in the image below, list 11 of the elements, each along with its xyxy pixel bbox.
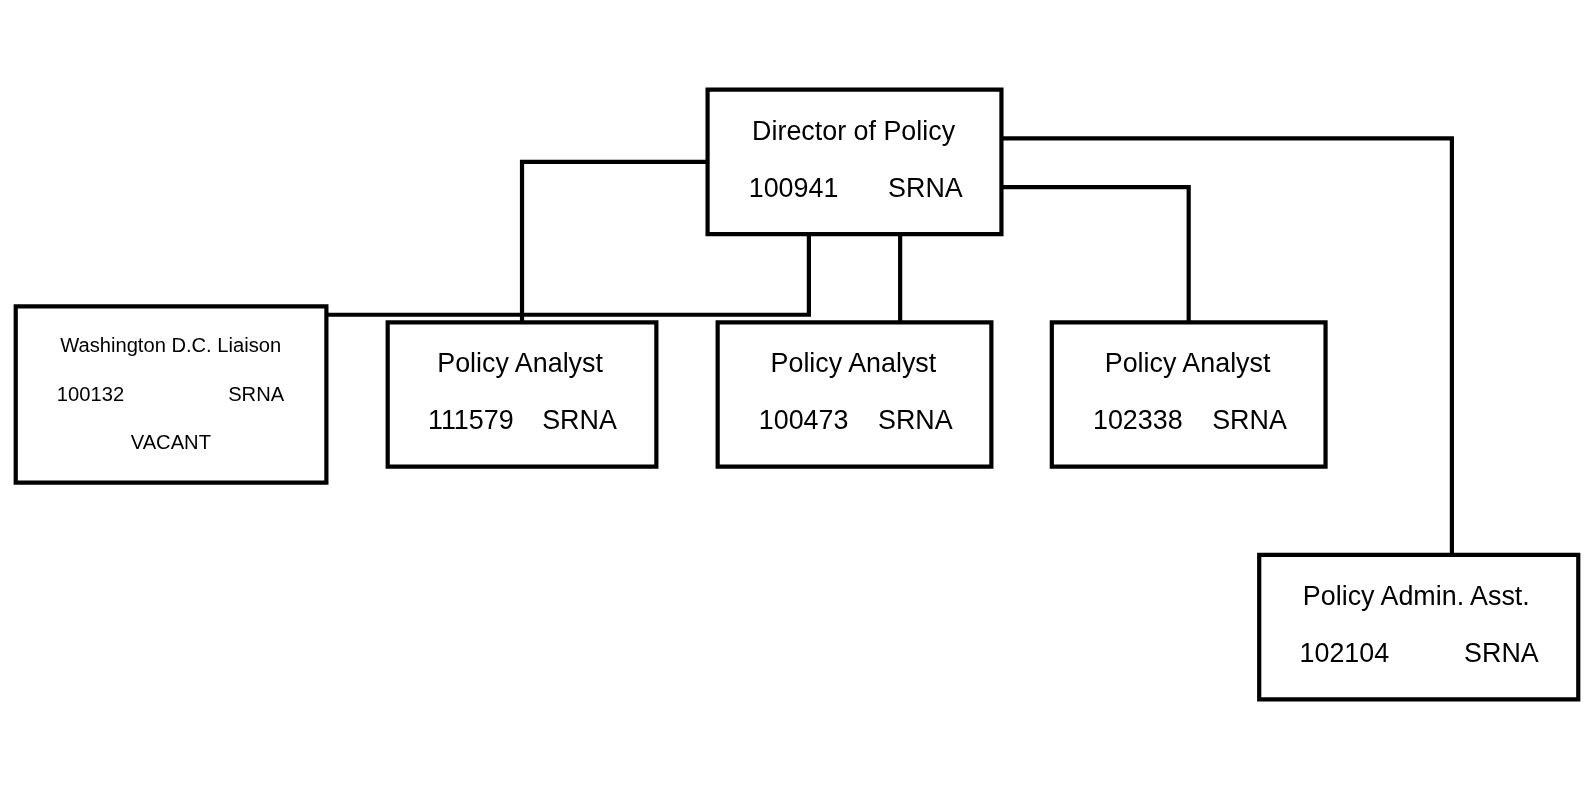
node-box: Director of Policy 100941 SRNA	[705, 87, 1004, 237]
connector	[1002, 136, 1454, 555]
connector	[1001, 185, 1191, 322]
node-box: Policy Analyst 111579 SRNA	[385, 320, 659, 469]
connector	[898, 234, 903, 323]
node-box: Washington D.C. Liaison 100132 SRNA VACANT	[13, 304, 329, 485]
connector	[327, 234, 811, 317]
connector	[519, 159, 708, 323]
node-box: Policy Admin. Asst. 102104 SRNA	[1257, 552, 1581, 702]
node-box: Policy Analyst 102338 SRNA	[1049, 320, 1328, 469]
node-box: Policy Analyst 100473 SRNA	[715, 320, 994, 469]
